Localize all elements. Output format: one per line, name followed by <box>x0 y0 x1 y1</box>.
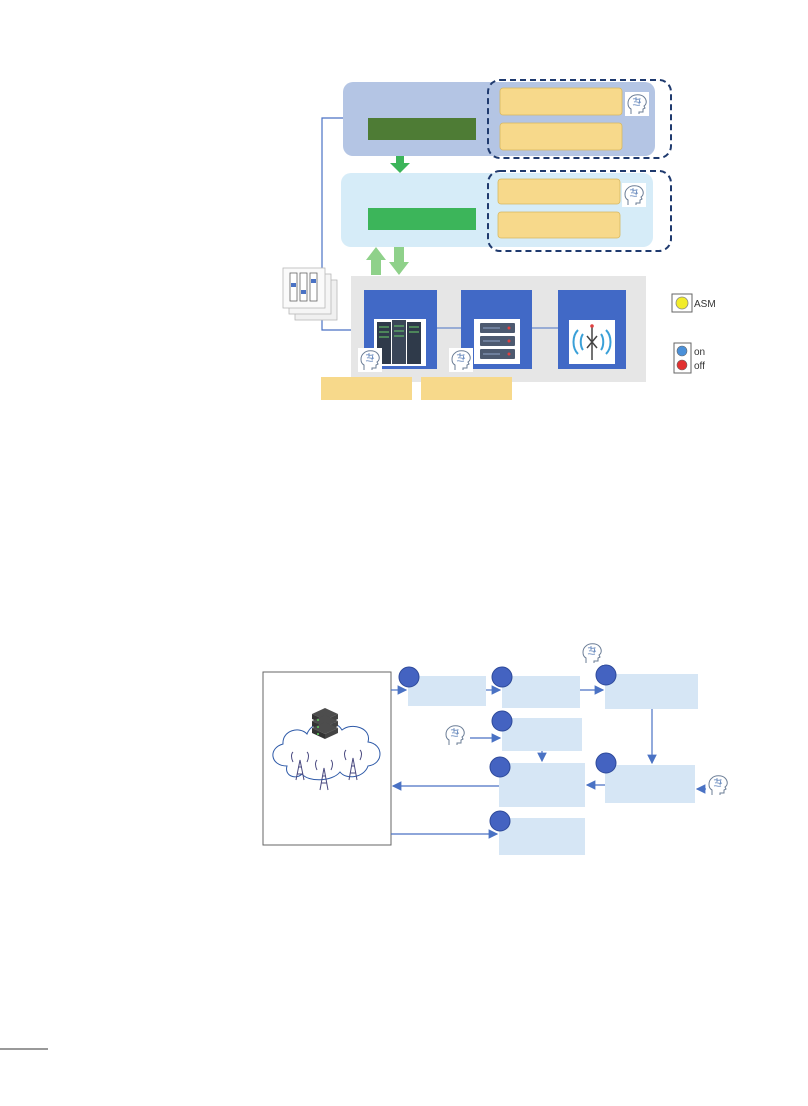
on-legend-label: on <box>694 347 705 358</box>
bottom-flow-diagram <box>263 641 730 855</box>
top-architecture-diagram: ASM on off <box>283 80 716 400</box>
step-circle-7 <box>490 811 510 831</box>
brain-icon <box>449 348 473 372</box>
flow-box-3 <box>605 674 698 709</box>
step-circle-4 <box>492 711 512 731</box>
flow-box-2 <box>502 676 580 708</box>
step-circle-2 <box>492 667 512 687</box>
middle-yellow-box-2 <box>498 212 620 238</box>
asm-legend-dot <box>676 297 688 309</box>
flow-box-4 <box>502 718 582 751</box>
bottom-yellow-box-2 <box>421 377 512 400</box>
flow-box-5 <box>499 763 585 807</box>
light-green-arrow-up <box>366 247 386 275</box>
step-circle-3 <box>596 665 616 685</box>
middle-panel-bar <box>368 208 476 230</box>
off-legend-label: off <box>694 361 705 372</box>
flow-box-6 <box>605 765 695 803</box>
brain-icon <box>706 773 730 797</box>
flow-box-1 <box>408 676 486 706</box>
brain-icon <box>358 348 382 372</box>
off-legend-dot <box>677 360 687 370</box>
antenna-icon <box>569 320 615 364</box>
middle-yellow-box-1 <box>498 179 620 204</box>
brain-icon <box>625 92 649 116</box>
top-panel-bar <box>368 118 476 140</box>
switch-panel-icon <box>283 268 337 320</box>
server-stack-icon <box>312 708 338 739</box>
light-green-arrow-down <box>389 247 409 275</box>
asm-legend-label: ASM <box>694 299 716 310</box>
top-yellow-box-1 <box>500 88 622 115</box>
brain-icon <box>622 183 646 207</box>
brain-icon <box>443 723 467 747</box>
legend: ASM on off <box>672 294 716 373</box>
server-stack-icon <box>474 319 520 364</box>
on-legend-dot <box>677 346 687 356</box>
green-arrow-down <box>390 156 410 173</box>
step-circle-6 <box>596 753 616 773</box>
brain-icon <box>580 641 604 665</box>
bottom-yellow-box-1 <box>321 377 412 400</box>
flow-box-7 <box>499 818 585 855</box>
top-yellow-box-2 <box>500 123 622 150</box>
step-circle-1 <box>399 667 419 687</box>
step-circle-5 <box>490 757 510 777</box>
